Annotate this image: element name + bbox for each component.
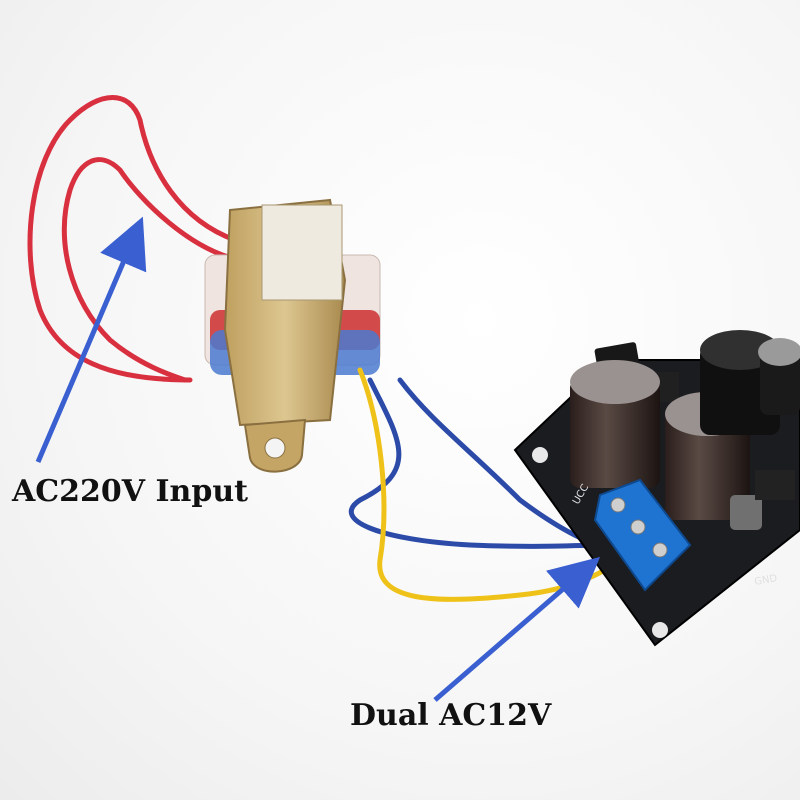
output-annotation-label: Dual AC12V [350, 698, 552, 733]
terminal-block [593, 478, 692, 592]
input-annotation-label: AC220V Input [12, 474, 248, 509]
annotation-arrows [35, 216, 601, 702]
transformer [204, 198, 381, 473]
pcb-silkscreen-gnd: GND [754, 573, 779, 588]
primary-wires [27, 95, 243, 383]
amplifier-board: UCC GND [513, 330, 800, 647]
